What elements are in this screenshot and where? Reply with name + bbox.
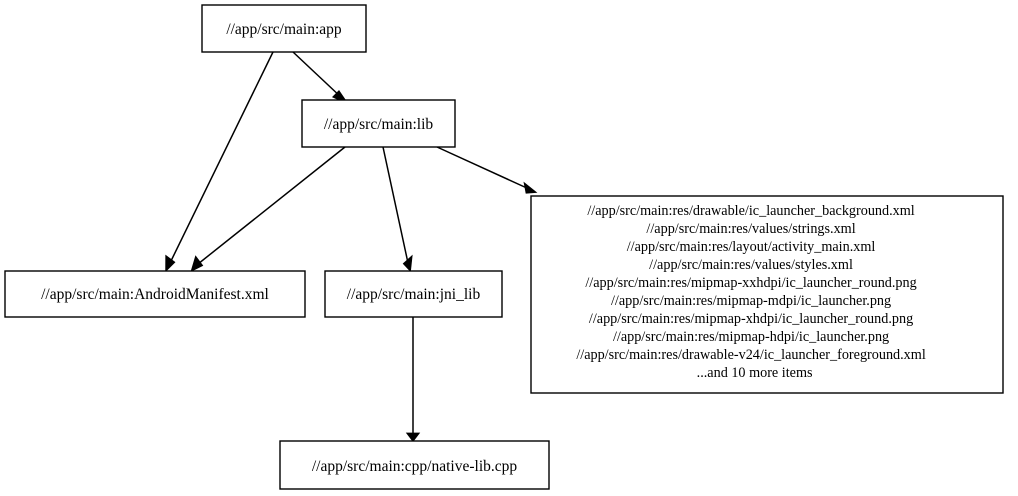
res-line-4: //app/src/main:res/values/styles.xml xyxy=(649,257,853,273)
node-box[interactable] xyxy=(530,195,1004,394)
edge-app-to-manifest xyxy=(165,51,274,273)
node-androidmanifest[interactable]: //app/src/main:AndroidManifest.xml xyxy=(4,270,306,318)
node-jni-lib[interactable]: //app/src/main:jni_lib xyxy=(324,270,503,318)
node-label-native-lib-cpp: //app/src/main:cpp/native-lib.cpp xyxy=(312,458,518,475)
arrowhead-icon xyxy=(165,254,176,273)
node-label-lib: //app/src/main:lib xyxy=(324,116,434,133)
res-line-9: //app/src/main:res/drawable-v24/ic_launc… xyxy=(576,347,926,363)
arrowhead-icon xyxy=(523,181,538,194)
res-line-7: //app/src/main:res/mipmap-xhdpi/ic_launc… xyxy=(589,311,913,327)
node-label-app: //app/src/main:app xyxy=(226,21,342,38)
node-box[interactable] xyxy=(324,270,503,318)
node-res-bundle[interactable]: //app/src/main:res/drawable/ic_launcher_… xyxy=(530,195,1004,394)
res-line-3: //app/src/main:res/layout/activity_main.… xyxy=(627,239,876,255)
edge-lib-to-res-bundle xyxy=(436,146,538,194)
edge-line xyxy=(292,51,344,100)
node-native-lib-cpp[interactable]: //app/src/main:cpp/native-lib.cpp xyxy=(279,440,550,490)
arrowhead-icon xyxy=(402,254,413,273)
res-line-10: ...and 10 more items xyxy=(697,365,813,381)
res-line-8: //app/src/main:res/mipmap-hdpi/ic_launch… xyxy=(613,329,889,345)
edge-lib-to-manifest xyxy=(190,146,346,273)
node-box[interactable] xyxy=(4,270,306,318)
node-label-androidmanifest: //app/src/main:AndroidManifest.xml xyxy=(41,286,269,303)
node-label-jni-lib: //app/src/main:jni_lib xyxy=(347,286,481,303)
res-line-5: //app/src/main:res/mipmap-xxhdpi/ic_laun… xyxy=(585,275,916,291)
node-box[interactable] xyxy=(279,440,550,490)
edge-line xyxy=(169,51,274,264)
res-line-2: //app/src/main:res/values/strings.xml xyxy=(646,221,855,237)
edge-lib-to-jni-lib xyxy=(382,146,413,273)
edge-line xyxy=(436,146,530,190)
edge-line xyxy=(382,146,409,264)
node-box[interactable] xyxy=(201,4,367,53)
node-lib[interactable]: //app/src/main:lib xyxy=(301,99,456,148)
res-line-1: //app/src/main:res/drawable/ic_launcher_… xyxy=(587,203,914,219)
edge-line xyxy=(197,146,346,265)
arrowhead-icon xyxy=(405,432,421,443)
edge-jni-lib-to-native-lib xyxy=(405,317,421,443)
edge-app-to-lib xyxy=(292,51,350,106)
node-box[interactable] xyxy=(301,99,456,148)
node-app[interactable]: //app/src/main:app xyxy=(201,4,367,53)
res-line-6: //app/src/main:res/mipmap-mdpi/ic_launch… xyxy=(611,293,891,309)
node-label-res-bundle: //app/src/main:res/drawable/ic_launcher_… xyxy=(576,203,957,381)
arrowhead-icon xyxy=(190,255,204,273)
